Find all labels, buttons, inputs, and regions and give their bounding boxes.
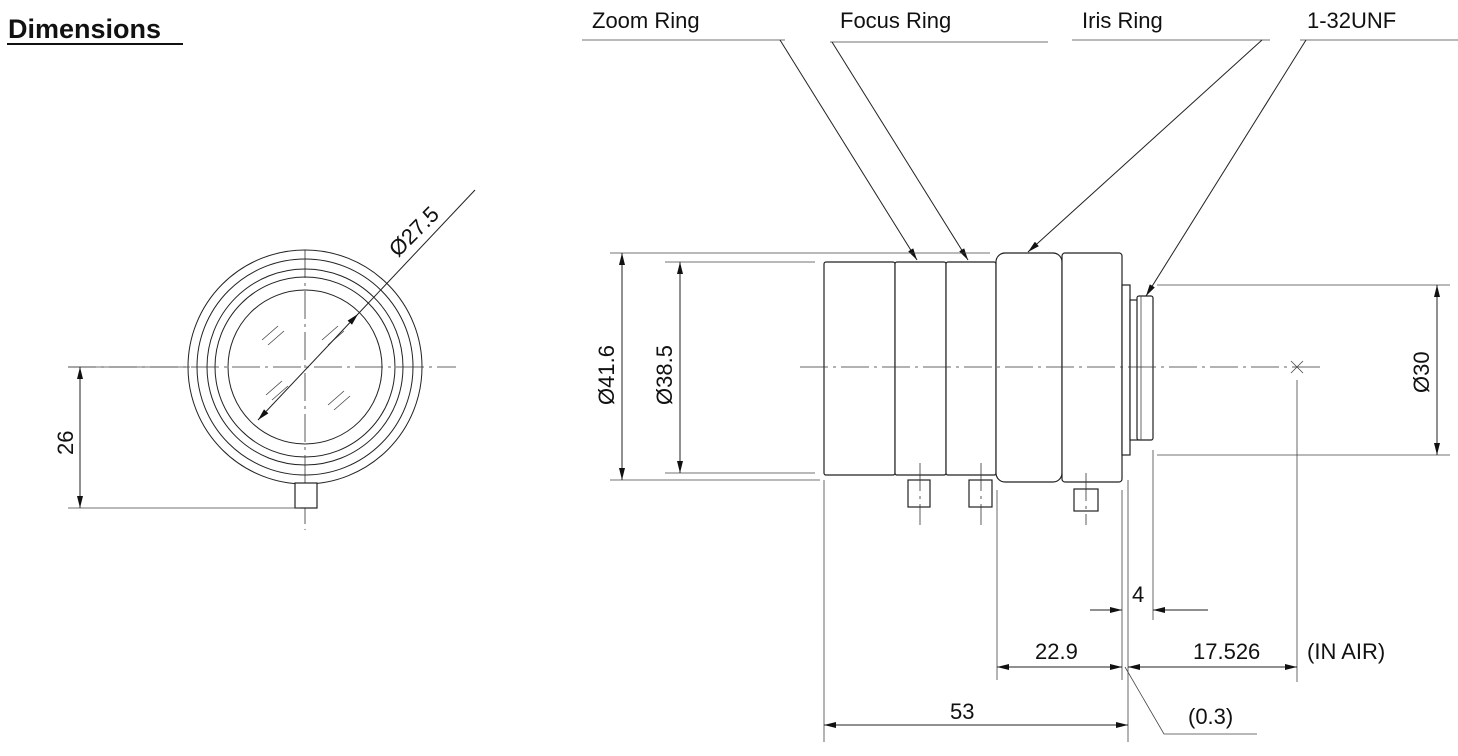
zoom-lock-screw	[907, 479, 931, 508]
flange-to-ring-label: 22.9	[1035, 639, 1078, 664]
ring-diameter-label: Ø38.5	[652, 345, 677, 405]
side-view: Zoom Ring Focus Ring Iris Ring 1-32UNF Ø…	[582, 8, 1458, 742]
front-screw	[294, 482, 318, 509]
iris-ring-callout: Iris Ring	[1082, 8, 1163, 33]
focus-ring-callout: Focus Ring	[840, 8, 951, 33]
mount-diameter-label: Ø30	[1409, 351, 1434, 393]
page-title: Dimensions	[8, 14, 161, 44]
front-diameter-label: Ø27.5	[384, 201, 444, 261]
x-mark-icon	[1290, 360, 1304, 374]
back-focus-label: 17.526	[1193, 639, 1260, 664]
front-height-label: 26	[53, 431, 78, 455]
total-length-label: 53	[950, 699, 974, 724]
gap-label: (0.3)	[1188, 704, 1233, 729]
thread-length-label: 4	[1132, 582, 1144, 607]
glass-hatch-icon	[261, 325, 351, 411]
iris-ring-body	[995, 252, 1063, 483]
outer-diameter-label: Ø41.6	[594, 345, 619, 405]
back-focus-note: (IN AIR)	[1307, 639, 1385, 664]
zoom-ring-callout: Zoom Ring	[592, 8, 700, 33]
focus-lock-screw	[968, 479, 993, 508]
mount-thread	[1136, 295, 1154, 441]
front-view: Ø27.5 26	[53, 189, 476, 530]
mount-thread-callout: 1-32UNF	[1307, 8, 1396, 33]
